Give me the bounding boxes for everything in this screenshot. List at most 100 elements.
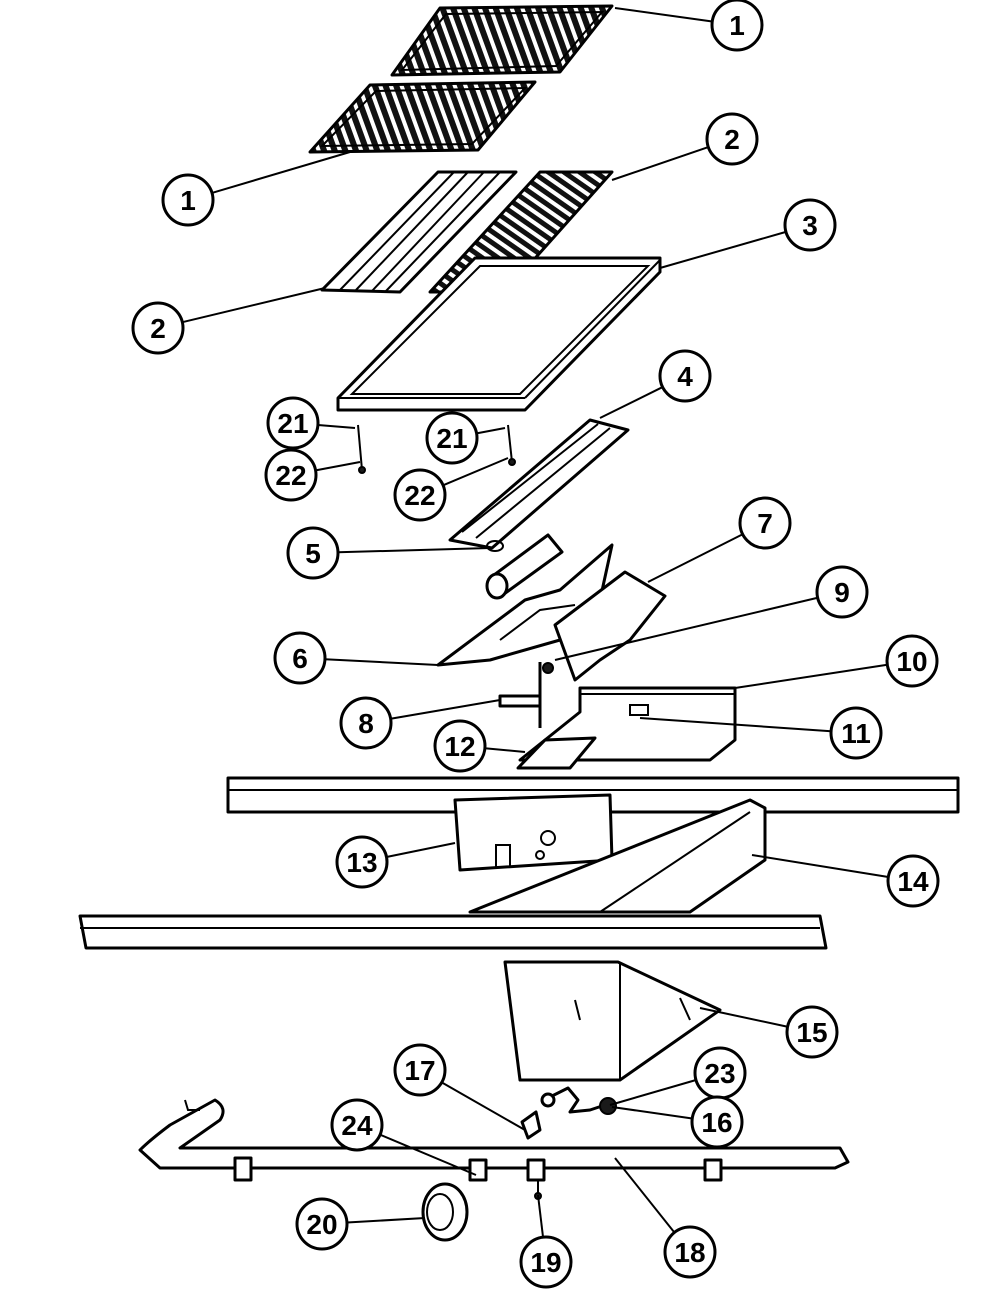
callout-circle — [738, 496, 792, 550]
callout-label: 9 — [834, 577, 850, 608]
callout-circle — [393, 468, 447, 522]
callout-label: 2 — [150, 313, 166, 344]
callout-label: 16 — [701, 1107, 732, 1138]
callout-9: 9 — [554, 565, 869, 661]
callout-21: 21 — [266, 396, 356, 450]
callout-leader — [324, 658, 439, 666]
callout-circle — [131, 301, 185, 355]
callout-1: 1 — [614, 0, 764, 52]
callout-label: 5 — [305, 538, 321, 569]
callout-leader — [734, 663, 888, 689]
callout-leader — [476, 427, 506, 435]
callout-24: 24 — [330, 1098, 477, 1176]
heating-tube — [485, 533, 564, 600]
bracket-plate — [436, 543, 614, 667]
callout-leader — [317, 424, 356, 429]
callout-leader — [699, 1007, 788, 1028]
callout-leader — [337, 547, 491, 554]
callout-circle — [829, 706, 883, 760]
grill-frame — [336, 256, 662, 412]
callout-circle — [433, 719, 487, 773]
callout-leader — [554, 596, 818, 661]
callout-6: 6 — [273, 631, 439, 685]
callout-circle — [425, 411, 479, 465]
callout-label: 22 — [404, 480, 435, 511]
callout-3: 3 — [659, 198, 837, 269]
callout-leader — [751, 854, 889, 879]
callout-circle — [339, 696, 393, 750]
callout-leader — [659, 230, 787, 269]
callout-leader — [599, 386, 664, 419]
callout-circle — [710, 0, 764, 52]
callout-circle — [663, 1225, 717, 1279]
callout-circle — [264, 448, 318, 502]
callout-19: 19 — [519, 1194, 573, 1289]
callout-label: 12 — [444, 731, 475, 762]
callout-leader — [315, 461, 361, 472]
callout-circle — [273, 631, 327, 685]
control-panel-plate — [453, 793, 614, 872]
burner-shield-left — [320, 170, 518, 294]
callout-leader — [182, 287, 326, 324]
callout-label: 7 — [757, 508, 773, 539]
callout-leader — [609, 1079, 697, 1106]
callout-circle — [161, 173, 215, 227]
bottom-bracket — [503, 960, 722, 1082]
screw-left — [357, 424, 366, 474]
callout-leader — [442, 457, 509, 487]
callout-label: 24 — [341, 1110, 373, 1141]
callout-18: 18 — [614, 1157, 717, 1279]
callout-label: 22 — [275, 460, 306, 491]
callout-5: 5 — [286, 526, 491, 580]
grille-upper — [390, 4, 614, 77]
callout-leader — [639, 717, 832, 733]
callout-4: 4 — [599, 349, 712, 419]
callout-label: 19 — [530, 1247, 561, 1278]
callout-17: 17 — [393, 1043, 526, 1131]
callout-leader — [386, 842, 456, 858]
callout-leader — [211, 151, 351, 194]
callout-circle — [330, 1098, 384, 1152]
callout-22: 22 — [264, 448, 361, 502]
callout-label: 2 — [724, 124, 740, 155]
callout-label: 15 — [796, 1017, 827, 1048]
callout-circle — [658, 349, 712, 403]
valve-bracket — [498, 662, 554, 728]
callout-circle — [266, 396, 320, 450]
callout-leader — [614, 1157, 676, 1234]
callout-12: 12 — [433, 719, 526, 773]
callout-label: 6 — [292, 643, 308, 674]
control-knob — [421, 1182, 469, 1242]
callout-circle — [690, 1095, 744, 1149]
callout-11: 11 — [639, 706, 883, 760]
callout-circle — [886, 854, 940, 908]
callout-label: 23 — [704, 1058, 735, 1089]
valve-assembly — [520, 1086, 617, 1140]
callout-leader — [484, 747, 526, 753]
callout-circle — [286, 526, 340, 580]
callout-circle — [783, 198, 837, 252]
callout-label: 10 — [896, 646, 927, 677]
callout-10: 10 — [734, 634, 939, 689]
callout-leader — [390, 699, 501, 720]
callout-label: 20 — [306, 1209, 337, 1240]
callout-label: 21 — [277, 408, 308, 439]
callout-leader — [614, 7, 713, 23]
callout-21: 21 — [425, 411, 506, 465]
callout-1: 1 — [161, 151, 351, 227]
callout-circle — [335, 835, 389, 889]
lower-rail — [78, 914, 828, 950]
callout-2: 2 — [131, 287, 326, 355]
callout-14: 14 — [751, 854, 940, 908]
grille-lower — [308, 80, 537, 154]
callout-circle — [393, 1043, 447, 1097]
callout-label: 3 — [802, 210, 818, 241]
small-plate — [516, 736, 597, 770]
callout-label: 14 — [897, 866, 929, 897]
callout-22: 22 — [393, 457, 509, 522]
callout-20: 20 — [295, 1197, 426, 1251]
callout-label: 17 — [404, 1055, 435, 1086]
side-panel — [468, 798, 767, 914]
